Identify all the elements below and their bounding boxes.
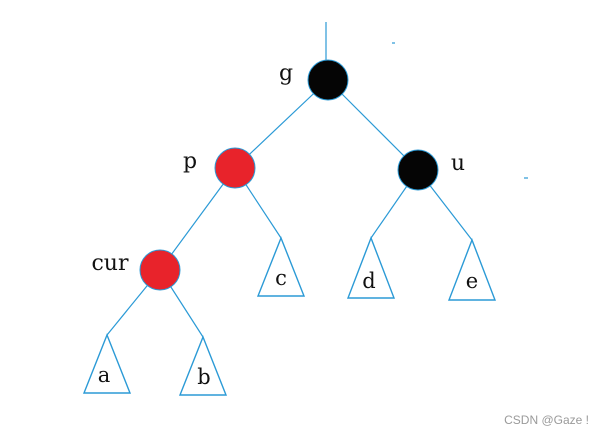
subtree-b-triangle (178, 335, 228, 396)
edge-g-u (327, 79, 419, 171)
nodes: g p u cur (91, 59, 465, 291)
node-p-label: p (183, 149, 197, 174)
subtree-d-triangle (346, 236, 396, 299)
subtree-e-label: e (466, 269, 478, 293)
node-cur-label: cur (91, 251, 128, 276)
node-g-black (307, 59, 349, 101)
subtree-c-triangle (256, 236, 306, 297)
edge-p-cur (159, 167, 236, 271)
subtrees: a b c d e (82, 236, 497, 396)
node-p-red (214, 147, 256, 189)
subtree-a-triangle (82, 333, 132, 394)
subtree-d-label: d (362, 269, 375, 293)
subtree-b-label: b (197, 365, 210, 389)
edge-g-p (234, 79, 329, 169)
node-u-label: u (451, 151, 465, 176)
node-u-black (397, 149, 439, 191)
node-cur-red (139, 249, 181, 291)
subtree-c-label: c (275, 266, 287, 290)
watermark: CSDN @Gaze ! (504, 413, 589, 427)
node-g-label: g (279, 61, 293, 86)
subtree-e-triangle (447, 238, 497, 301)
subtree-a-label: a (98, 363, 111, 387)
